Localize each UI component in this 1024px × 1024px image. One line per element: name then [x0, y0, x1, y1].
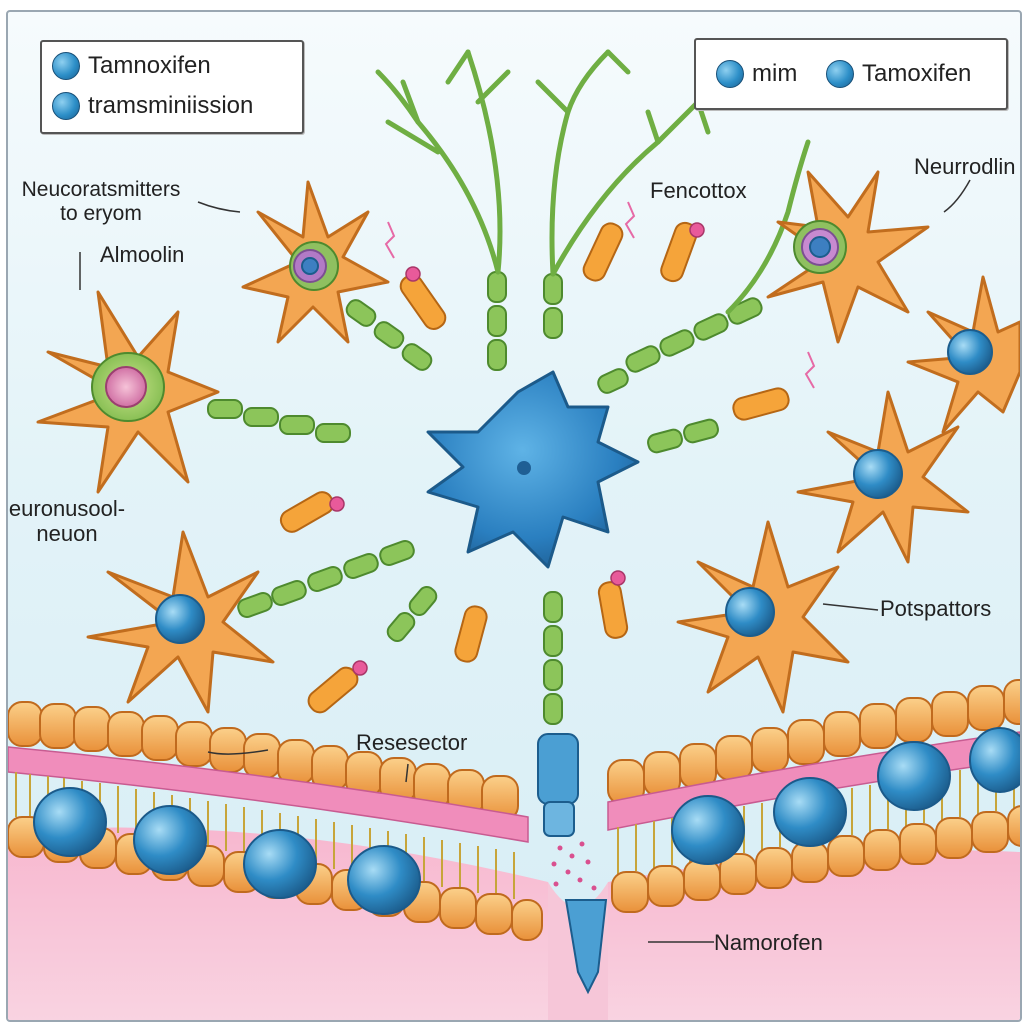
- central-neuron-nucleus: [517, 461, 531, 475]
- label-almoolin: Almoolin: [100, 242, 185, 267]
- signal-sparks: [384, 201, 816, 389]
- legend-right: mim Tamoxifen: [694, 38, 1008, 110]
- legend-row: Tamoxifen: [826, 60, 971, 88]
- axon-segments: [207, 271, 763, 725]
- blue-sphere-icon: [826, 60, 854, 88]
- label-leaders: [79, 179, 971, 943]
- label-namorofen: Namorofen: [714, 930, 823, 955]
- label-neuron: euronusool- neuon: [8, 496, 126, 547]
- neurotransmitter-particles: [551, 841, 597, 891]
- label-neurrodlin: Neurrodlin: [914, 154, 1016, 179]
- legend-label: Tamoxifen: [862, 60, 972, 87]
- axon-terminal: [537, 733, 608, 995]
- neuron-diagram: [8, 49, 1020, 1020]
- label-neurotransmitters: Neucoratsmitters to eryom: [21, 178, 181, 226]
- label-potspattors: Potspattors: [880, 596, 992, 621]
- vesicle-caps: [329, 222, 705, 676]
- diagram-frame: Tamnoxifen tramsminiission mim Tamoxifen…: [6, 10, 1022, 1022]
- blue-sphere-icon: [52, 92, 80, 120]
- dendrite-tree-top: [375, 49, 811, 315]
- legend-left: Tamnoxifen tramsminiission: [40, 40, 304, 134]
- label-receptor: Resesector: [356, 730, 468, 755]
- central-neuron-soma: [426, 370, 640, 569]
- receptor-proteins-left: [33, 787, 421, 915]
- blue-sphere-icon: [52, 52, 80, 80]
- label-fencottox: Fencottox: [650, 178, 747, 203]
- blue-sphere-icon: [716, 60, 744, 88]
- legend-row: tramsminiission: [52, 92, 253, 120]
- legend-row: mim: [716, 60, 797, 88]
- legend-label: tramsminiission: [88, 92, 254, 119]
- legend-label: mim: [752, 60, 798, 87]
- legend-row: Tamnoxifen: [52, 52, 211, 80]
- legend-label: Tamnoxifen: [88, 52, 211, 79]
- neuron-nuclei: [91, 220, 993, 644]
- receptor-proteins-right: [671, 727, 1020, 865]
